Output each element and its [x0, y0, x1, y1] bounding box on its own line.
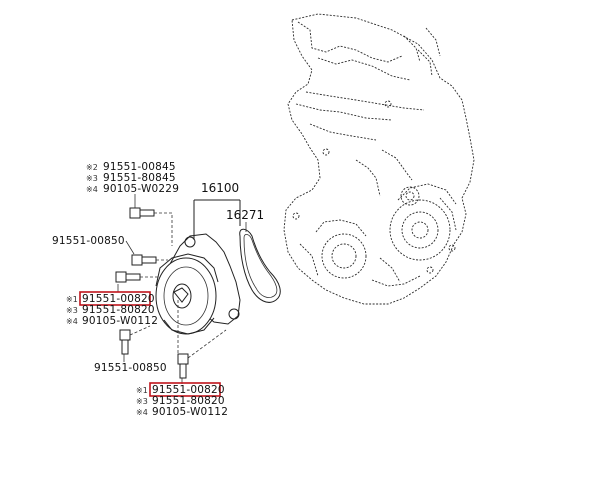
- bolt-bottom-illustration: [177, 329, 227, 379]
- gasket-16271-illustration: [239, 228, 281, 303]
- part-label-top-r2[interactable]: 91551-80845: [103, 172, 176, 184]
- water-pump-16100-illustration: [155, 233, 241, 356]
- note-mark: ※3: [86, 174, 98, 183]
- note-mark: ※4: [86, 185, 98, 194]
- part-label-top-r3[interactable]: 90105-W0229: [103, 183, 179, 195]
- note-mark: ※1: [66, 295, 78, 304]
- part-label-mid-r1[interactable]: 91551-00820: [82, 293, 155, 305]
- bolt-second-illustration: [131, 254, 168, 266]
- note-mark: ※4: [66, 317, 78, 326]
- part-label-bottom-r2[interactable]: 91551-80820: [152, 395, 225, 407]
- part-label-bottom-r3[interactable]: 90105-W0112: [152, 406, 228, 418]
- part-label-16100[interactable]: 16100: [201, 181, 239, 195]
- part-label-mid-r2[interactable]: 91551-80820: [82, 304, 155, 316]
- note-mark: ※3: [66, 306, 78, 315]
- note-mark: ※4: [136, 408, 148, 417]
- part-label-bottom-r1[interactable]: 91551-00820: [152, 384, 225, 396]
- part-label-bolt-upper[interactable]: 91551-00850: [52, 235, 125, 247]
- engine-timing-cover-illustration: [283, 13, 475, 305]
- part-label-top-r1[interactable]: 91551-00845: [103, 161, 176, 173]
- note-mark: ※3: [136, 397, 148, 406]
- part-label-bolt-lower[interactable]: 91551-00850: [94, 362, 167, 374]
- highlight-box-bottom: [149, 382, 221, 397]
- leader-bolt-upper: [125, 240, 135, 255]
- note-mark: ※2: [86, 163, 98, 172]
- bolt-top-illustration: [129, 207, 173, 246]
- part-label-mid-r3[interactable]: 90105-W0112: [82, 315, 158, 327]
- part-label-16271[interactable]: 16271: [226, 208, 264, 222]
- bolt-fourth-illustration: [119, 325, 151, 355]
- note-mark: ※1: [136, 386, 148, 395]
- bolt-third-illustration: [115, 271, 158, 283]
- leader-16100: [193, 199, 241, 240]
- highlight-box-mid: [79, 291, 151, 306]
